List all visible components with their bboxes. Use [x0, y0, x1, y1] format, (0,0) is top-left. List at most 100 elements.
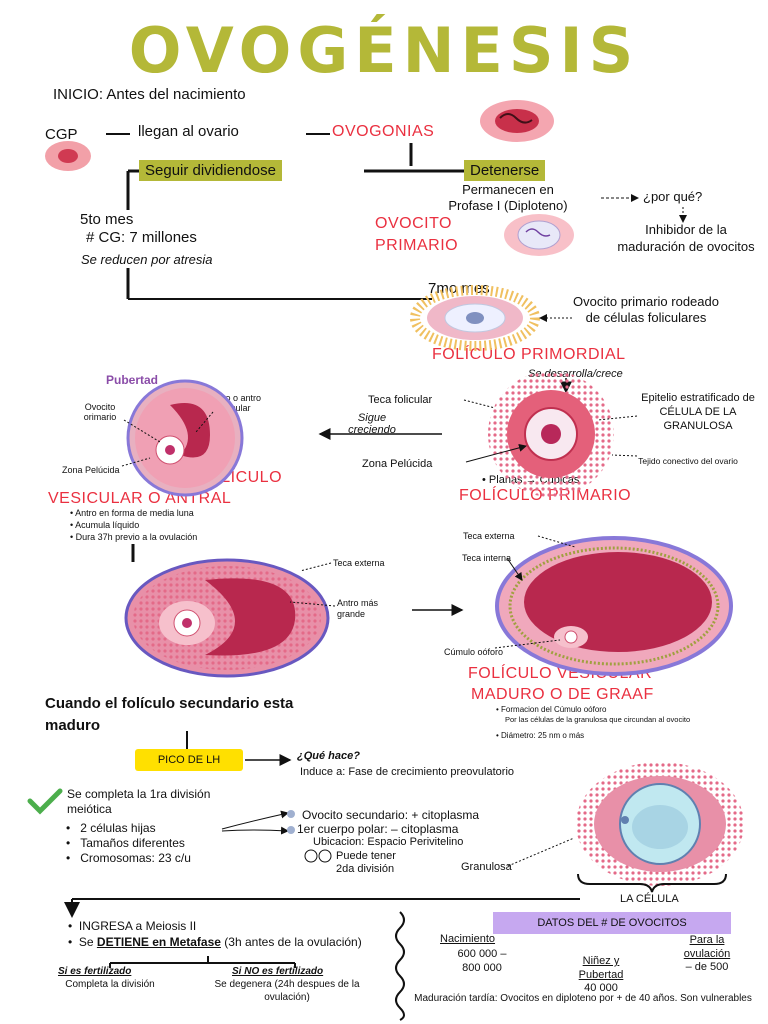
la-celula-label: LA CÉLULA — [620, 893, 679, 905]
rodeado-text: Ovocito primario rodeado de células foli… — [573, 294, 719, 325]
antral-follicle-icon — [126, 379, 244, 497]
tejido-label: Tejido conectivo del ovario — [638, 456, 738, 466]
nacimiento-label: Nacimiento — [440, 933, 496, 945]
page-title: OVOGÉNESIS — [128, 14, 640, 87]
pointer-line — [195, 411, 214, 433]
meiosis-list: • INGRESA a Meiosis II • Se DETIENE en M… — [68, 918, 388, 950]
polar-body-dot-icon — [287, 826, 295, 834]
ninez-label: Niñez y Pubertad — [578, 955, 624, 981]
cuerpo-polar-text: 1er cuerpo polar: – citoplasma — [297, 822, 459, 836]
teca-externa-1-label: Teca externa — [333, 558, 385, 568]
zona-pelucida-2-label: Zona Pelúcida — [362, 458, 433, 470]
cumulo-label: Cúmulo oóforo — [444, 647, 504, 657]
cgp-label: CGP — [45, 126, 78, 143]
inicio-label: INICIO: Antes del nacimiento — [53, 86, 246, 103]
arrow — [465, 443, 527, 463]
pico-lh-box: PICO DE LH — [135, 749, 243, 771]
check-icon — [27, 788, 63, 815]
ubicacion-text: Ubicacion: Espacio Perivitelino — [313, 836, 464, 848]
pointer-line — [289, 601, 336, 607]
pointer-line — [299, 562, 332, 572]
inhibidor-text: Inhibidor de la maduración de ovocitos — [617, 222, 755, 254]
detenerse-box: Detenerse — [464, 160, 546, 181]
oocyte-secundario-icon — [576, 762, 744, 886]
pointer-line — [121, 457, 151, 467]
no-fert-text: Se degenera (24h despues de la ovulación… — [214, 979, 360, 1003]
ovulacion-value: – de 500 — [685, 961, 729, 973]
granulosa-label: Granulosa — [461, 861, 512, 873]
list-item: • Cromosomas: 23 c/u — [66, 851, 191, 865]
oocyte-dot-icon — [287, 810, 295, 818]
pointer-line — [494, 639, 561, 649]
cg-count-label: # CG: 7 millones — [86, 229, 197, 246]
arrow — [221, 810, 289, 830]
polar-body-division-icon — [304, 849, 332, 863]
pointer-line — [597, 415, 638, 421]
brace-icon — [577, 873, 727, 893]
graaf-follicle-icon — [495, 536, 733, 676]
induce-text: Induce a: Fase de crecimiento preovulato… — [300, 766, 515, 778]
list-item: • Dura 37h previo a la ovulación — [70, 532, 198, 542]
que-hace-label: ¿Qué hace? — [297, 750, 360, 762]
teca-folicular-label: Teca folicular — [368, 394, 433, 406]
pubertad-label: Pubertad — [106, 373, 159, 387]
arrow — [506, 557, 523, 581]
vesicular-bullets: • Antro en forma de media luna • Acumula… — [70, 507, 197, 543]
llegan-label: llegan al ovario — [138, 123, 239, 140]
si-fert-text: Completa la división — [65, 979, 155, 990]
ovogonia-cell-icon — [480, 100, 554, 142]
pointer-line — [537, 535, 576, 548]
atresia-label: Se reducen por atresia — [81, 252, 213, 267]
pointer-line — [507, 837, 575, 867]
cgp-cell-icon — [45, 141, 91, 171]
list-item: • Diámetro: 25 nm o más — [496, 731, 585, 740]
list-item: • Se DETIENE en Metafase (3h antes de la… — [68, 935, 362, 949]
graaf-title-2: MADURO O DE GRAAF — [471, 686, 654, 703]
wavy-divider — [395, 911, 405, 1021]
teca-externa-2-label: Teca externa — [463, 531, 515, 541]
no-fert-label: Si NO es fertilizado — [232, 966, 324, 977]
porque-text: ¿por qué? — [643, 189, 703, 204]
ovocito-primario-cell-icon — [504, 214, 574, 256]
pointer-line — [611, 454, 638, 457]
quinto-mes-label: 5to mes — [80, 211, 134, 228]
pointer-line — [463, 399, 496, 409]
primary-follicle-icon — [488, 371, 614, 497]
list-item: • 2 células hijas — [66, 821, 156, 835]
zona-pelucida-1-label: Zona Pelúcida — [62, 465, 120, 475]
seguir-box: Seguir dividiendose — [139, 160, 282, 181]
ninez-value: 40 000 — [584, 982, 618, 994]
list-item: • Antro en forma de media luna — [70, 508, 194, 518]
ovocito-secundario-text: Ovocito secundario: + citoplasma — [302, 808, 480, 822]
datos-box: DATOS DEL # DE OVOCITOS — [493, 912, 731, 934]
ovulacion-label: Para la ovulación — [683, 934, 731, 960]
division-bullets: • 2 células hijas • Tamaños diferentes •… — [66, 821, 191, 866]
primordial-follicle-icon — [410, 285, 540, 351]
list-item: • INGRESA a Meiosis II — [68, 919, 197, 933]
cuando-heading: Cuando el folículo secundario esta madur… — [45, 695, 294, 734]
maduracion-text: Maduración tardía: Ovocitos en diploteno… — [414, 993, 752, 1004]
arrow — [221, 826, 289, 835]
teca-interna-label: Teca interna — [462, 553, 512, 563]
puede-text: Puede tener 2da división — [336, 850, 396, 875]
list-item-sub: Por las células de la granulosa que circ… — [505, 715, 691, 724]
completa-text: Se completa la 1ra división meiótica — [67, 787, 211, 816]
si-fert-label: Si es fertilizado — [58, 966, 132, 977]
epitelio-label: Epitelio estratificado de CÉLULA DE LA G… — [641, 392, 755, 432]
pointer-line — [123, 419, 161, 443]
ovocito-orimario-label: Ovocito orimario — [83, 402, 117, 422]
ovogonias-label: OVOGONIAS — [332, 123, 435, 140]
vesicular-follicle-icon — [124, 558, 330, 678]
list-item: • Formacion del Cúmulo oóforo — [496, 705, 607, 714]
permanecen-text: Permanecen en Profase I (Diploteno) — [448, 182, 568, 213]
planas-bullet: • — [482, 474, 489, 486]
graaf-bullets: • Formacion del Cúmulo oóforo Por las cé… — [496, 705, 690, 741]
sigue-label: Sigue creciendo — [348, 412, 396, 436]
antro-mas-label: Antro más grande — [337, 598, 379, 619]
ovocito-primario-label: OVOCITO PRIMARIO — [375, 215, 459, 254]
list-item: • Tamaños diferentes — [66, 836, 185, 850]
septimo-mes-label: 7mo mes — [428, 280, 490, 297]
list-item: • Acumula líquido — [70, 520, 140, 530]
nacimiento-value: 600 000 – 800 000 — [457, 948, 507, 974]
